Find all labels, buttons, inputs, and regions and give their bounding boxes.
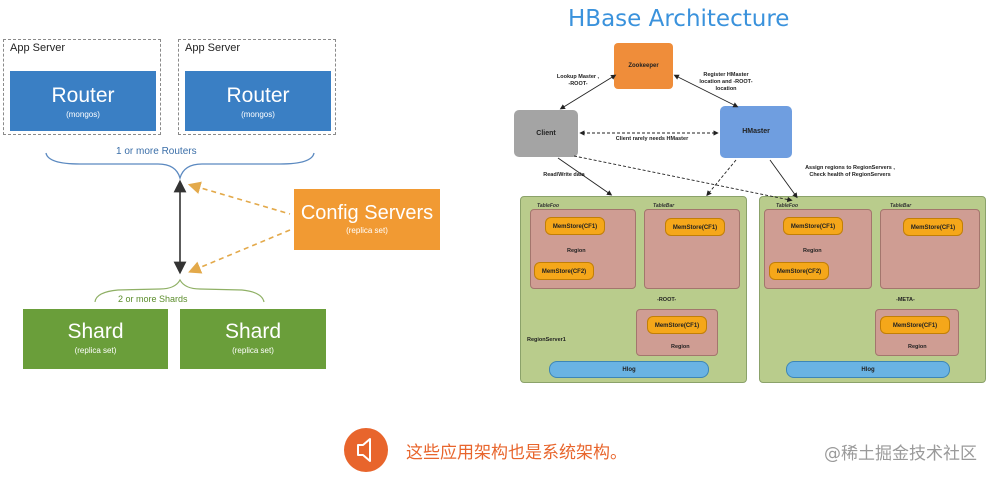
- memstore-cf1: MemStore(CF1): [647, 316, 707, 334]
- client-label: Client: [536, 130, 556, 137]
- shard-subtitle: (replica set): [232, 346, 274, 355]
- read-write-annotation: Read/Write data: [543, 172, 585, 178]
- region-label: Region: [908, 344, 927, 350]
- region-box: MemStore(CF1) Region MemStore(CF2): [764, 209, 872, 289]
- config-subtitle: (replica set): [346, 226, 388, 235]
- caption-text: 这些应用架构也是系统架构。: [406, 443, 627, 463]
- routers-label: 1 or more Routers: [116, 146, 197, 157]
- root-label: -ROOT-: [657, 297, 677, 303]
- region-label: Region: [567, 248, 586, 254]
- shard-subtitle: (replica set): [74, 346, 117, 355]
- hmaster-box: HMaster: [720, 106, 792, 158]
- client-note: Client rarely needs HMaster: [615, 136, 689, 142]
- hmaster-rs2-arrow: [769, 159, 798, 199]
- table-bar-label: TableBar: [653, 203, 675, 209]
- router-title: Router: [51, 84, 115, 107]
- router-title: Router: [226, 84, 290, 107]
- router-subtitle: (mongos): [241, 110, 275, 119]
- memstore-cf2: MemStore(CF2): [769, 262, 829, 280]
- zookeeper-box: Zookeeper: [614, 43, 673, 89]
- hbase-connectors: [557, 74, 798, 203]
- speaker-icon: [357, 438, 371, 462]
- shard-box-1: Shard (replica set): [23, 309, 168, 369]
- app-server-label: App Server: [10, 42, 66, 54]
- memstore-cf1: MemStore(CF1): [783, 217, 843, 235]
- hmaster-rs1-arrow: [706, 159, 737, 197]
- assign-annotation: Assign regions to RegionServers , Check …: [805, 165, 895, 178]
- shard-title: Shard: [224, 320, 282, 343]
- app-server-2: App Server Router (mongos): [178, 39, 336, 135]
- hlog-box: Hlog: [786, 361, 950, 378]
- config-arrow-bottom: [188, 229, 291, 274]
- router-subtitle: (mongos): [66, 110, 100, 119]
- client-zookeeper-arrow: [559, 74, 617, 110]
- router-box: Router (mongos): [10, 71, 156, 131]
- shard-box-2: Shard (replica set): [180, 309, 326, 369]
- app-server-label: App Server: [185, 42, 241, 54]
- region-box: MemStore(CF1) Region: [875, 309, 959, 356]
- region-box: MemStore(CF1) Region: [636, 309, 718, 356]
- memstore-cf1: MemStore(CF1): [880, 316, 950, 334]
- zookeeper-hmaster-arrow: [673, 74, 739, 108]
- region-label: Region: [803, 248, 822, 254]
- table-foo-label: TableFoo: [537, 203, 560, 209]
- region-box: MemStore(CF1): [644, 209, 740, 289]
- shards-label: 2 or more Shards: [118, 294, 188, 304]
- speaker-button[interactable]: [344, 428, 388, 472]
- memstore-cf1: MemStore(CF1): [903, 218, 963, 236]
- shards-brace: [94, 278, 265, 303]
- client-box: Client: [514, 110, 578, 157]
- table-foo-label: TableFoo: [776, 203, 799, 209]
- hbase-title: HBase Architecture: [568, 6, 790, 32]
- regionserver-1: TableFoo TableBar MemStore(CF1) Region M…: [520, 196, 747, 383]
- regionserver1-label: RegionServer1: [527, 337, 566, 343]
- config-servers-box: Config Servers (replica set): [294, 189, 440, 250]
- watermark-text: @稀土掘金技术社区: [824, 444, 977, 464]
- config-title: Config Servers: [300, 202, 434, 224]
- regionserver-2: TableFoo TableBar MemStore(CF1) Region M…: [759, 196, 986, 383]
- meta-label: -META-: [896, 297, 915, 303]
- app-server-1: App Server Router (mongos): [3, 39, 161, 135]
- region-box: MemStore(CF1) Region MemStore(CF2): [530, 209, 636, 289]
- client-rs1-arrow: [557, 157, 613, 196]
- memstore-cf2: MemStore(CF2): [534, 262, 594, 280]
- table-bar-label: TableBar: [890, 203, 912, 209]
- router-box: Router (mongos): [185, 71, 331, 131]
- hmaster-label: HMaster: [742, 128, 770, 135]
- zookeeper-label: Zookeeper: [628, 63, 659, 69]
- region-label: Region: [671, 344, 690, 350]
- left-connectors: [45, 152, 315, 303]
- config-arrow-top: [187, 181, 291, 215]
- region-box: MemStore(CF1): [880, 209, 980, 289]
- routers-brace: [45, 152, 315, 181]
- client-rs2-arrow: [573, 155, 793, 203]
- memstore-cf1: MemStore(CF1): [545, 217, 605, 235]
- shard-title: Shard: [67, 320, 124, 343]
- hlog-box: Hlog: [549, 361, 709, 378]
- memstore-cf1: MemStore(CF1): [665, 218, 725, 236]
